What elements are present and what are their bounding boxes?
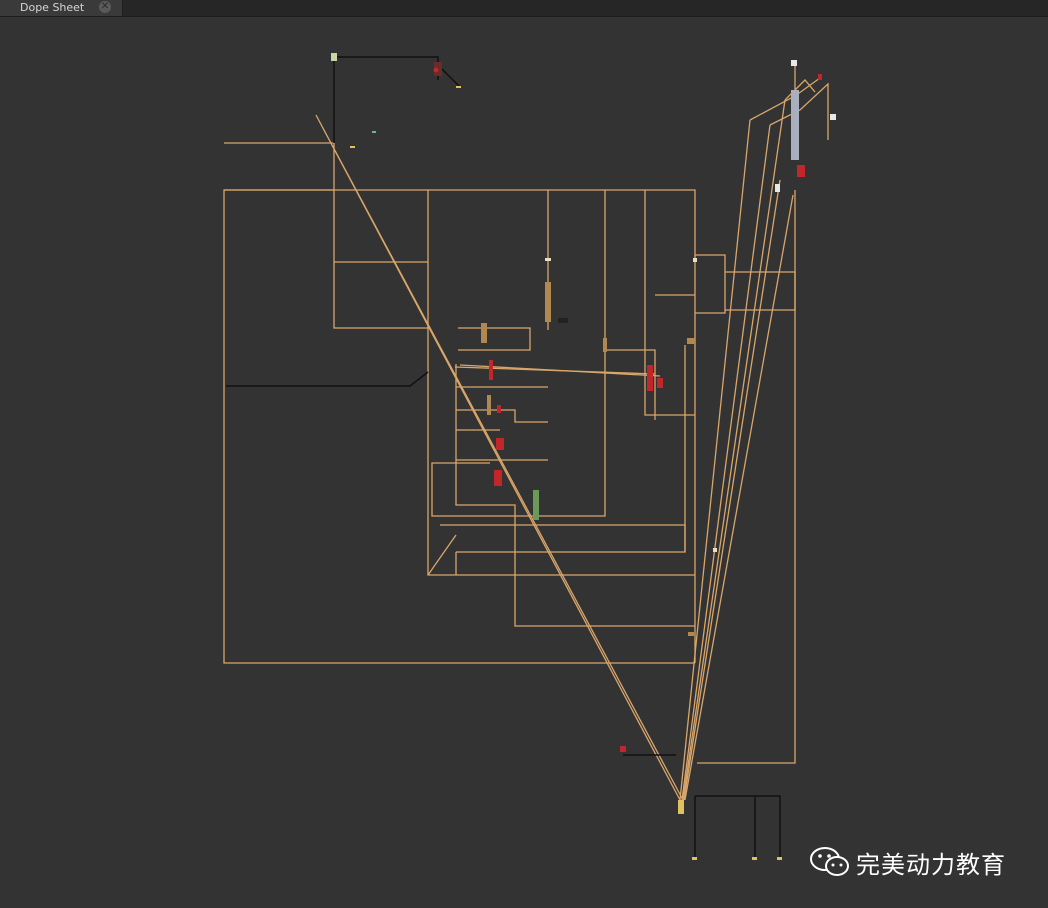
wire (223, 142, 695, 664)
graph-node (496, 438, 504, 450)
nodes[interactable] (331, 53, 836, 860)
wire-network (223, 65, 829, 801)
wire (454, 366, 656, 375)
wire (224, 189, 696, 663)
graph-node (456, 86, 461, 88)
wechat-icon (810, 847, 849, 876)
graph-node (545, 282, 551, 322)
close-icon[interactable]: ✕ (99, 1, 111, 13)
tab-dope-sheet[interactable]: Dope Sheet ✕ (0, 0, 123, 16)
wire (605, 349, 656, 420)
watermark: 完美动力教育 (808, 842, 1006, 882)
wire (725, 271, 796, 311)
graph-node (678, 800, 684, 814)
wire (697, 190, 796, 764)
wire (333, 190, 428, 329)
tab-bar: Dope Sheet ✕ (0, 0, 1048, 17)
graph-node (791, 60, 797, 66)
wire (681, 124, 771, 801)
watermark-text: 完美动力教育 (856, 850, 1006, 879)
graph-node (372, 131, 376, 133)
graph-node (350, 146, 355, 148)
wire (427, 534, 457, 576)
wire (683, 179, 781, 801)
graph-node (818, 74, 822, 80)
graph-node (558, 318, 568, 323)
tab-label: Dope Sheet (20, 1, 85, 14)
graph-node (791, 90, 799, 160)
wire (331, 144, 684, 801)
graph-node (545, 258, 551, 261)
wire (456, 409, 548, 423)
graph-node (603, 338, 607, 352)
graph-node-accent (433, 67, 439, 73)
wire (431, 190, 606, 517)
wire (644, 190, 695, 416)
wire (334, 56, 439, 80)
wire (440, 524, 686, 553)
wire (679, 119, 751, 801)
graph-node (830, 114, 836, 120)
graph-node (487, 395, 491, 415)
wire (784, 79, 816, 101)
graph-node (775, 184, 780, 192)
wire (695, 795, 781, 860)
graph-node (688, 632, 694, 636)
graph-node (331, 53, 337, 61)
graph-node (647, 365, 653, 391)
wire (682, 99, 786, 801)
graph-node (489, 360, 493, 380)
graph-node (693, 258, 697, 262)
graph-node (777, 857, 782, 860)
graph-node (497, 405, 501, 413)
graph-node (713, 548, 717, 552)
graph-node (533, 490, 539, 520)
graph-node (620, 746, 626, 752)
graph-node (692, 857, 697, 860)
graph-node (657, 378, 663, 388)
node-graph-canvas[interactable] (0, 17, 1048, 908)
wire (226, 371, 429, 387)
graph-node (494, 470, 502, 486)
wire (455, 364, 695, 627)
graph-node (481, 323, 487, 343)
graph-node (752, 857, 757, 860)
wire (769, 82, 829, 140)
dark-wires (226, 56, 781, 860)
graph-node (687, 338, 695, 344)
wire (749, 77, 821, 121)
wire (695, 254, 726, 314)
graph-node (797, 165, 805, 177)
wire (684, 194, 794, 801)
wire (458, 327, 531, 351)
